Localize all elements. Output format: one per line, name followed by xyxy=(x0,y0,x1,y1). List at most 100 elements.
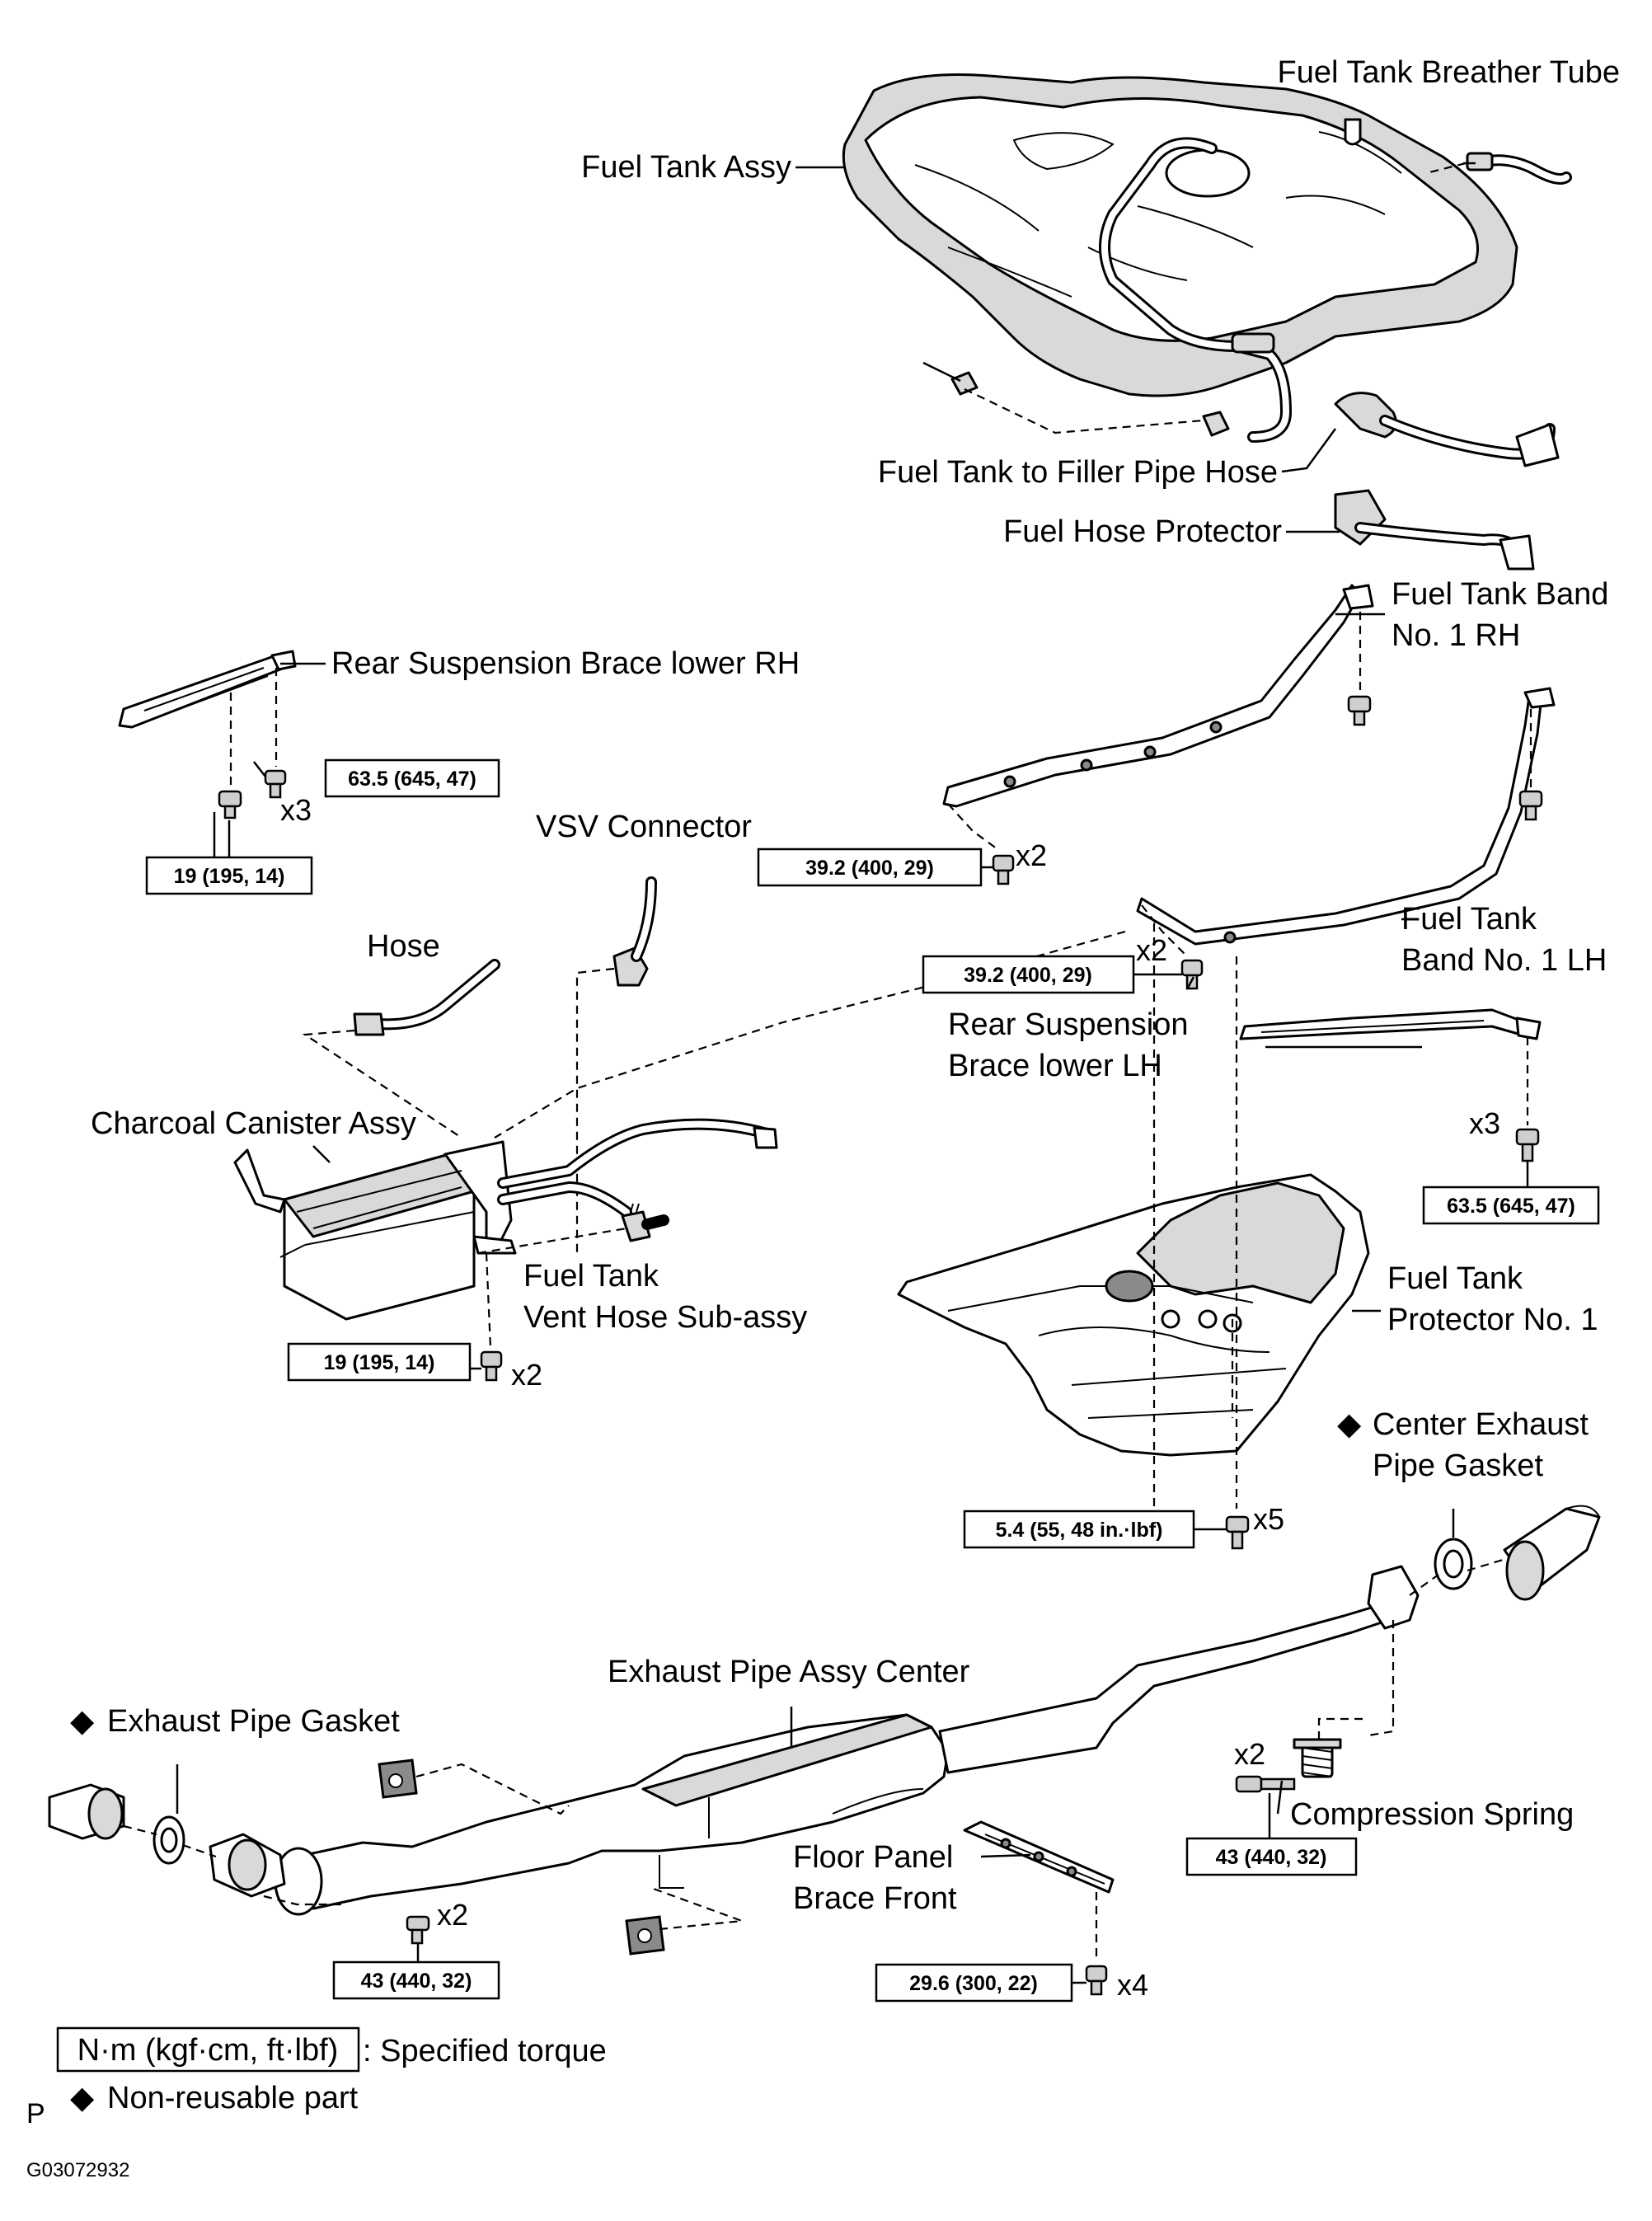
fuel-tank-protector-drawing xyxy=(897,1173,1370,1457)
torque-spring-bolt-value: 43 (440, 32) xyxy=(1216,1846,1327,1869)
multiplier-brace-rh: x3 xyxy=(280,793,312,827)
rear-suspension-brace-rh-drawing xyxy=(118,650,297,729)
hose-drawing xyxy=(353,959,500,1036)
label-exhaust-pipe-gasket-text: Exhaust Pipe Gasket xyxy=(107,1704,400,1739)
multiplier-band-rh: x2 xyxy=(1016,838,1047,872)
torque-floor-brace-bolt: 29.6 (300, 22) xyxy=(875,1963,1073,2003)
label-rear-suspension-brace-lh-line1: Rear Suspension xyxy=(948,1007,1189,1042)
multiplier-brace-lh: x3 xyxy=(1469,1106,1500,1140)
torque-brace-lh-bolt-value: 63.5 (645, 47) xyxy=(1447,1195,1575,1218)
brace-rh-bolt-right xyxy=(264,769,287,799)
multiplier-canister: x2 xyxy=(511,1358,542,1392)
rear-pipe-drawing xyxy=(1503,1505,1601,1601)
band-lh-upper-bolt xyxy=(1518,790,1543,821)
torque-band-lh-bolt: 39.2 (400, 29) xyxy=(922,955,1135,994)
figure-id: G03072932 xyxy=(26,2159,129,2181)
exhaust-hanger-upper xyxy=(378,1758,418,1799)
torque-floor-brace-bolt-value: 29.6 (300, 22) xyxy=(909,1972,1038,1995)
label-fuel-tank-band-lh-line2: Band No. 1 LH xyxy=(1401,943,1607,978)
label-fuel-tank-band-rh-line1: Fuel Tank Band xyxy=(1392,577,1608,612)
label-fuel-tank-assy: Fuel Tank Assy xyxy=(581,150,791,185)
label-fuel-tank-protector-line2: Protector No. 1 xyxy=(1387,1303,1598,1337)
torque-canister-bolt-value: 19 (195, 14) xyxy=(324,1351,435,1374)
fuel-tank-assy-drawing xyxy=(842,73,1572,467)
exhaust-pipe-center-drawing xyxy=(274,1565,1420,1916)
torque-brace-rh-bolt: 63.5 (645, 47) xyxy=(324,758,500,798)
multiplier-spring: x2 xyxy=(1234,1737,1265,1771)
label-vsv-connector: VSV Connector xyxy=(536,810,752,844)
label-fuel-tank-vent-hose-line2: Vent Hose Sub-assy xyxy=(523,1300,807,1335)
torque-brace-rh-nut-value: 19 (195, 14) xyxy=(174,865,285,888)
torque-brace-rh-nut: 19 (195, 14) xyxy=(145,856,313,895)
legend-non-reusable-desc: Non-reusable part xyxy=(107,2081,359,2115)
label-fuel-hose-protector: Fuel Hose Protector xyxy=(1003,514,1282,549)
floor-panel-brace-drawing xyxy=(963,1820,1115,1894)
band-lh-lower-bolt xyxy=(1180,959,1204,990)
torque-band-lh-bolt-value: 39.2 (400, 29) xyxy=(964,964,1092,987)
front-pipe-flange-drawing xyxy=(48,1783,125,1840)
label-rear-suspension-brace-lh-line2: Brace lower LH xyxy=(948,1049,1162,1083)
label-rear-suspension-brace-rh: Rear Suspension Brace lower RH xyxy=(331,646,800,681)
exhaust-hanger-lower xyxy=(625,1915,665,1956)
label-hose: Hose xyxy=(367,929,440,964)
legend-torque: N·m (kgf·cm, ft·lbf) : Specified torque xyxy=(56,2026,607,2073)
label-floor-panel-brace-line2: Brace Front xyxy=(793,1881,957,1916)
label-fuel-tank-band-lh-line1: Fuel Tank xyxy=(1401,902,1537,937)
floor-brace-bolt xyxy=(1085,1965,1108,1996)
center-gasket-drawing xyxy=(1434,1538,1473,1590)
multiplier-floor-brace: x4 xyxy=(1117,1968,1148,2002)
legend-torque-units: N·m (kgf·cm, ft·lbf) xyxy=(77,2033,339,2068)
non-reusable-symbol: ◆ xyxy=(70,2081,95,2115)
torque-band-rh-bolt: 39.2 (400, 29) xyxy=(757,848,983,887)
label-compression-spring: Compression Spring xyxy=(1290,1797,1574,1832)
label-fuel-tank-band-rh-line2: No. 1 RH xyxy=(1392,618,1520,653)
label-fuel-tank-breather-tube: Fuel Tank Breather Tube xyxy=(1278,55,1620,90)
front-converter-flange xyxy=(209,1833,286,1898)
label-center-exhaust-pipe-gasket: ◆ Center Exhaust Pipe Gasket xyxy=(1337,1407,1589,1483)
fuel-tank-band-rh-drawing xyxy=(942,584,1374,808)
spring-bolt xyxy=(1235,1775,1296,1793)
torque-spring-bolt: 43 (440, 32) xyxy=(1185,1837,1358,1876)
label-fuel-tank-protector-line1: Fuel Tank xyxy=(1387,1261,1523,1296)
torque-band-rh-bolt-value: 39.2 (400, 29) xyxy=(805,857,934,880)
brace-rh-bolt-left xyxy=(218,790,242,819)
multiplier-front-pipe: x2 xyxy=(437,1898,468,1932)
non-reusable-symbol: ◆ xyxy=(1337,1407,1362,1442)
charcoal-canister-drawing xyxy=(233,1118,778,1321)
label-fuel-tank-vent-hose-line1: Fuel Tank xyxy=(523,1259,659,1294)
multiplier-protector: x5 xyxy=(1253,1502,1284,1536)
footer-letter: P xyxy=(26,2098,45,2129)
legend-non-reusable: ◆ Non-reusable part xyxy=(70,2081,359,2115)
torque-brace-rh-bolt-value: 63.5 (645, 47) xyxy=(348,768,476,791)
canister-bolt xyxy=(480,1350,503,1382)
label-fuel-tank-to-filler-pipe-hose: Fuel Tank to Filler Pipe Hose xyxy=(878,455,1278,490)
label-exhaust-pipe-assy-center: Exhaust Pipe Assy Center xyxy=(608,1655,970,1689)
front-pipe-bolt xyxy=(406,1915,430,1945)
exhaust-pipe-gasket-drawing xyxy=(153,1815,185,1865)
band-rh-upper-bolt xyxy=(1347,695,1372,726)
compression-spring-drawing xyxy=(1293,1738,1342,1778)
protector-bolt xyxy=(1225,1515,1250,1550)
non-reusable-symbol: ◆ xyxy=(70,1704,95,1739)
fuel-hose-protector-drawing xyxy=(1334,489,1535,571)
multiplier-band-lh: x2 xyxy=(1136,933,1167,967)
brace-lh-bolt xyxy=(1515,1128,1540,1162)
vent-hose-drawing xyxy=(621,1203,669,1242)
torque-front-pipe-bolt: 43 (440, 32) xyxy=(332,1960,500,2000)
torque-canister-bolt: 19 (195, 14) xyxy=(287,1342,472,1382)
label-center-exhaust-pipe-gasket-line1: Center Exhaust xyxy=(1373,1407,1589,1442)
torque-brace-lh-bolt: 63.5 (645, 47) xyxy=(1422,1186,1600,1225)
band-rh-lower-bolt xyxy=(992,854,1015,885)
label-center-exhaust-pipe-gasket-line2: Pipe Gasket xyxy=(1373,1449,1543,1483)
label-charcoal-canister-assy: Charcoal Canister Assy xyxy=(91,1106,416,1141)
label-floor-panel-brace-line1: Floor Panel xyxy=(793,1840,953,1875)
rear-suspension-brace-lh-drawing xyxy=(1239,1008,1542,1040)
label-exhaust-pipe-gasket: ◆ Exhaust Pipe Gasket xyxy=(70,1704,400,1739)
torque-front-pipe-bolt-value: 43 (440, 32) xyxy=(361,1970,472,1993)
vsv-connector-drawing xyxy=(612,876,657,987)
torque-protector-bolt-value: 5.4 (55, 48 in.·lbf) xyxy=(996,1519,1163,1542)
fuel-tank-band-lh-drawing xyxy=(1136,687,1556,946)
torque-protector-bolt: 5.4 (55, 48 in.·lbf) xyxy=(963,1510,1195,1549)
legend-torque-desc: : Specified torque xyxy=(363,2034,607,2068)
